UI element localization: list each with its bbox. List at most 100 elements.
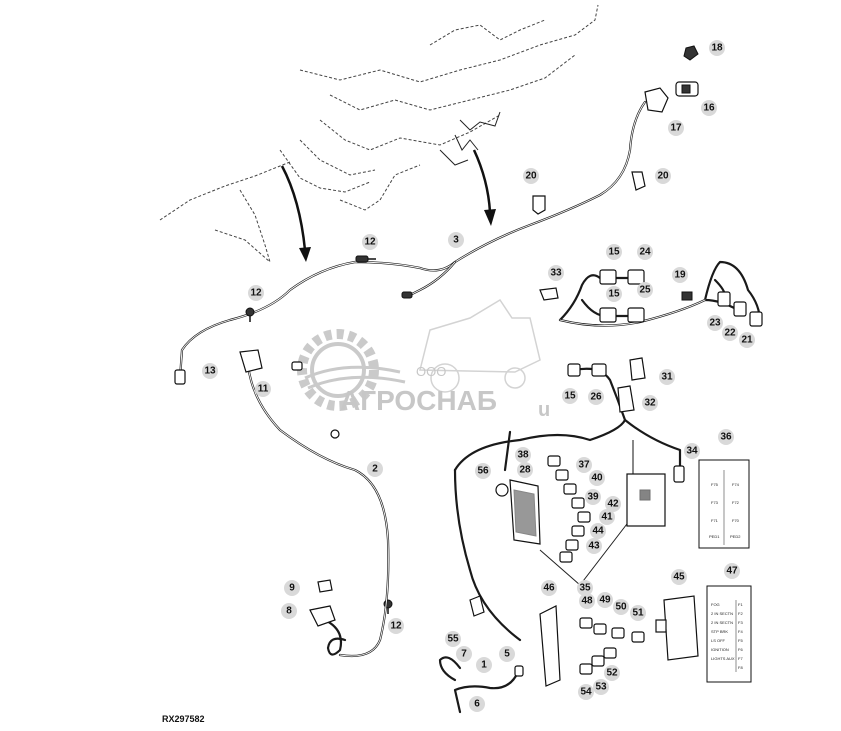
arrow-right	[472, 149, 496, 226]
callout-17: 17	[668, 120, 684, 136]
svg-text:36: 36	[720, 432, 732, 443]
label-36-cell: PED1	[709, 534, 720, 539]
label-47-row-code: F5	[738, 638, 743, 643]
svg-text:52: 52	[606, 668, 618, 679]
callout-15c: 15	[562, 388, 578, 404]
svg-text:12: 12	[390, 621, 402, 632]
label-47-row-code: F6	[738, 647, 743, 652]
callout-26: 26	[588, 389, 604, 405]
svg-text:32: 32	[644, 398, 656, 409]
label-36-cell: F75	[711, 482, 719, 487]
callout-53: 53	[593, 679, 609, 695]
callout-7: 7	[456, 646, 472, 662]
callout-6: 6	[469, 696, 485, 712]
callout-5: 5	[499, 646, 515, 662]
svg-text:47: 47	[726, 566, 738, 577]
callout-34: 34	[684, 443, 700, 459]
callout-21: 21	[739, 332, 755, 348]
svg-text:31: 31	[661, 372, 673, 383]
callout-22: 22	[722, 325, 738, 341]
callout-44: 44	[590, 523, 606, 539]
callout-20a: 20	[523, 168, 539, 184]
svg-text:23: 23	[709, 318, 721, 329]
svg-text:50: 50	[615, 602, 627, 613]
callout-8: 8	[281, 603, 297, 619]
callout-41: 41	[599, 509, 615, 525]
svg-text:34: 34	[686, 446, 698, 457]
callout-48: 48	[579, 593, 595, 609]
callout-35: 35	[577, 580, 593, 596]
callout-24: 24	[637, 244, 653, 260]
callout-13: 13	[202, 363, 218, 379]
callout-45: 45	[671, 569, 687, 585]
svg-text:15: 15	[608, 247, 620, 258]
label-47-row-code: F4	[738, 629, 743, 634]
harness-3	[174, 87, 669, 385]
watermark-company-name: АГРОСНАБ	[340, 385, 497, 416]
callout-32: 32	[642, 395, 658, 411]
relay-45	[655, 595, 699, 661]
svg-text:26: 26	[590, 392, 602, 403]
callout-42: 42	[605, 496, 621, 512]
label-47-row-code: F7	[738, 656, 743, 661]
callout-20b: 20	[655, 168, 671, 184]
svg-text:38: 38	[517, 450, 529, 461]
callout-33: 33	[548, 265, 564, 281]
label-36-fuse-chart: F75 F74 F73 F72 F71 F70 PED1 PED2	[698, 459, 750, 549]
svg-text:18: 18	[711, 43, 723, 54]
svg-text:51: 51	[632, 608, 644, 619]
label-47-rows: FOG F1 2 IN SECTN F2 2 IN SECTN F3 STP B…	[711, 602, 743, 670]
controller-block	[495, 479, 541, 545]
svg-text:15: 15	[608, 289, 620, 300]
svg-text:28: 28	[519, 465, 531, 476]
callout-46: 46	[541, 580, 557, 596]
callout-36: 36	[718, 429, 734, 445]
svg-text:20: 20	[525, 171, 537, 182]
svg-text:53: 53	[595, 682, 607, 693]
callout-11: 11	[255, 381, 271, 397]
fastener-12a	[355, 255, 376, 263]
harness-1	[438, 595, 524, 714]
callout-40: 40	[589, 470, 605, 486]
watermark-prefix: ООО	[416, 364, 446, 379]
arrow-left	[280, 165, 311, 262]
svg-text:55: 55	[447, 634, 459, 645]
label-36-cell: F72	[732, 500, 740, 505]
svg-text:46: 46	[543, 583, 555, 594]
svg-text:49: 49	[599, 595, 611, 606]
callout-15a: 15	[606, 244, 622, 260]
svg-text:20: 20	[657, 171, 669, 182]
callout-47: 47	[724, 563, 740, 579]
clip-20a	[532, 195, 546, 215]
label-47-row-name: FOG	[711, 602, 720, 607]
svg-text:15: 15	[564, 391, 576, 402]
svg-text:48: 48	[581, 596, 593, 607]
callout-19: 19	[672, 267, 688, 283]
callout-43: 43	[586, 538, 602, 554]
label-47-row-name: 2 IN SECTN	[711, 611, 733, 616]
tractor-frame-sketch	[159, 4, 599, 263]
label-47-row-name: LS OFF	[711, 638, 726, 643]
callouts: 1 2 3 5 6 7 8 9 11 12 12 12 13 15 15 15 …	[202, 40, 755, 712]
connector-fan-upper	[539, 455, 631, 586]
figure-id: RX297582	[162, 714, 205, 724]
relay-box	[626, 440, 666, 527]
callout-9: 9	[284, 580, 300, 596]
svg-text:25: 25	[639, 285, 651, 296]
svg-text:39: 39	[587, 492, 599, 503]
svg-text:8: 8	[286, 606, 292, 617]
lower-connector-block	[539, 605, 645, 687]
svg-text:2: 2	[372, 464, 378, 475]
label-47-row-code: F1	[738, 602, 743, 607]
connector-18	[683, 45, 699, 61]
svg-text:1: 1	[481, 660, 487, 671]
svg-text:12: 12	[364, 237, 376, 248]
callout-1: 1	[476, 657, 492, 673]
watermark: ООО АГРОСНАБ u	[297, 298, 550, 421]
label-36-cell: F74	[732, 482, 740, 487]
callout-49: 49	[597, 592, 613, 608]
svg-text:16: 16	[703, 103, 715, 114]
callout-3: 3	[448, 232, 464, 248]
svg-text:7: 7	[461, 649, 467, 660]
